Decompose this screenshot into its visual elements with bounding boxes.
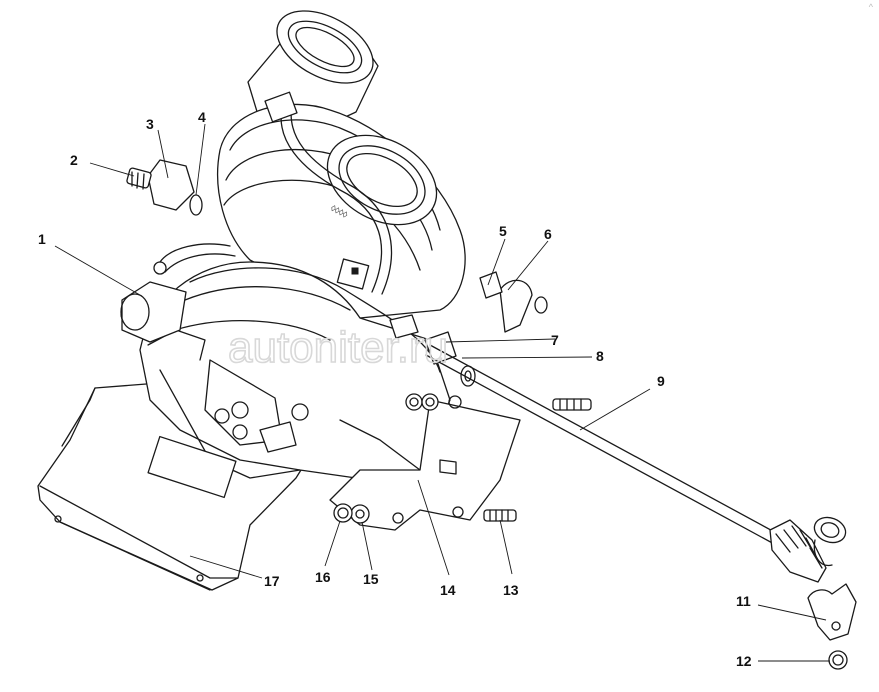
inlet-fitting <box>126 159 203 216</box>
oil-return-tube <box>425 344 847 583</box>
callout-7: 7 <box>551 332 559 348</box>
leader-lines <box>54 123 830 662</box>
callout-16: 16 <box>315 569 331 585</box>
oil-return-elbow <box>479 271 548 333</box>
callout-14: 14 <box>440 582 456 598</box>
callout-2: 2 <box>70 152 78 168</box>
callout-11: 11 <box>736 593 751 609</box>
exhaust-bracket <box>329 395 521 531</box>
callout-15: 15 <box>363 571 379 587</box>
stud-upper <box>552 398 592 411</box>
corner-mark: ^ <box>868 2 873 12</box>
tube-clamp <box>807 583 857 641</box>
watermark: autoniter.ru <box>228 323 448 372</box>
callouts: 1 2 3 4 5 6 7 8 9 11 12 13 14 15 16 17 <box>38 109 752 669</box>
banjo-fittings <box>389 314 476 387</box>
callout-4: 4 <box>198 109 206 125</box>
washer <box>350 504 370 524</box>
callout-17: 17 <box>264 573 280 589</box>
callout-9: 9 <box>657 373 665 389</box>
callout-3: 3 <box>146 116 154 132</box>
callout-12: 12 <box>736 653 752 669</box>
nut <box>333 503 353 523</box>
callout-1: 1 <box>38 231 46 247</box>
callout-5: 5 <box>499 223 507 239</box>
wastegate-actuator <box>120 243 236 343</box>
callout-8: 8 <box>596 348 604 364</box>
oil-feed-pipe <box>264 91 393 295</box>
callout-13: 13 <box>503 582 519 598</box>
nut-washer-upper <box>405 393 439 411</box>
clamp-nut <box>828 650 848 670</box>
stud <box>483 509 517 522</box>
callout-6: 6 <box>544 226 552 242</box>
